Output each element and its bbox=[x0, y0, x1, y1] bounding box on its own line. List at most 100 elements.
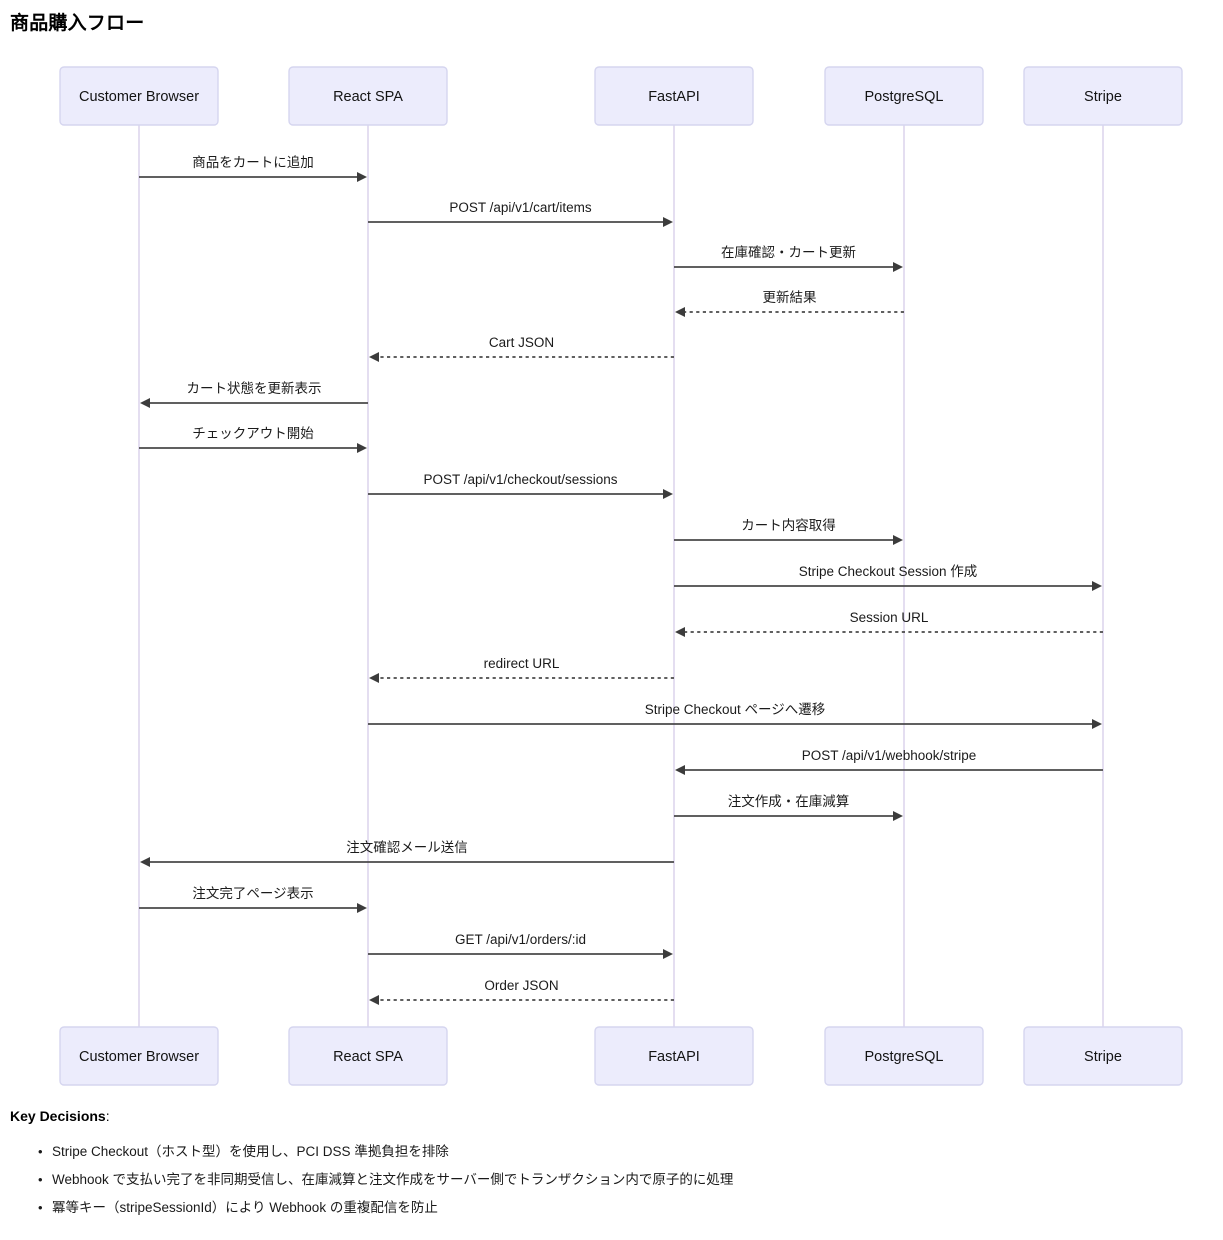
participant-box bbox=[824, 66, 984, 126]
key-decisions-list: Stripe Checkout（ホスト型）を使用し、PCI DSS 準拠負担を排… bbox=[10, 1138, 1210, 1222]
participant-box bbox=[1023, 66, 1183, 126]
message-label: 注文確認メール送信 bbox=[346, 840, 468, 855]
message-17: 注文完了ページ表示 bbox=[139, 886, 367, 913]
lifelines-layer bbox=[138, 125, 1104, 1027]
message-label: POST /api/v1/cart/items bbox=[449, 200, 592, 215]
participant-box bbox=[594, 66, 754, 126]
participant-label: Stripe bbox=[1084, 1049, 1122, 1065]
message-4: 更新結果 bbox=[675, 290, 904, 317]
message-14: POST /api/v1/webhook/stripe bbox=[675, 748, 1103, 775]
message-label: Session URL bbox=[850, 610, 929, 625]
participant-box bbox=[59, 66, 219, 126]
message-label: 注文完了ページ表示 bbox=[192, 886, 313, 901]
message-label: redirect URL bbox=[484, 656, 560, 671]
message-label: カート内容取得 bbox=[741, 517, 836, 533]
message-label: Cart JSON bbox=[489, 335, 554, 350]
message-arrow-head bbox=[893, 811, 903, 821]
participant-top-browser[interactable]: Customer Browser bbox=[59, 66, 219, 126]
participant-label: PostgreSQL bbox=[865, 89, 944, 105]
participant-box bbox=[288, 1026, 448, 1086]
sequence-diagram-container: 商品をカートに追加 POST /api/v1/cart/items 在庫確認・カート… bbox=[0, 48, 1223, 1098]
message-arrow-head bbox=[663, 489, 673, 499]
message-15: 注文作成・在庫減算 bbox=[674, 793, 903, 821]
message-arrow-head bbox=[663, 217, 673, 227]
message-8: POST /api/v1/checkout/sessions bbox=[368, 472, 673, 499]
message-18: GET /api/v1/orders/:id bbox=[368, 932, 673, 959]
message-label: 更新結果 bbox=[763, 290, 817, 305]
message-label: GET /api/v1/orders/:id bbox=[455, 932, 586, 947]
sequence-diagram: 商品をカートに追加 POST /api/v1/cart/items 在庫確認・カート… bbox=[59, 66, 1183, 1086]
participant-top-stripe[interactable]: Stripe bbox=[1023, 66, 1183, 126]
message-arrow-head bbox=[675, 765, 685, 775]
message-arrow-head bbox=[357, 443, 367, 453]
participant-top-db[interactable]: PostgreSQL bbox=[824, 66, 984, 126]
message-16: 注文確認メール送信 bbox=[140, 840, 674, 867]
participant-label: Stripe bbox=[1084, 89, 1122, 105]
message-19: Order JSON bbox=[369, 978, 674, 1005]
message-arrow-head bbox=[140, 857, 150, 867]
message-7: チェックアウト開始 bbox=[139, 426, 367, 453]
participant-bottom-browser[interactable]: Customer Browser bbox=[59, 1026, 219, 1086]
participant-label: React SPA bbox=[333, 1049, 403, 1065]
message-arrow-head bbox=[357, 903, 367, 913]
message-6: カート状態を更新表示 bbox=[140, 381, 368, 408]
participant-top-spa[interactable]: React SPA bbox=[288, 66, 448, 126]
messages-layer: 商品をカートに追加 POST /api/v1/cart/items 在庫確認・カート… bbox=[139, 155, 1103, 1005]
participant-top-api[interactable]: FastAPI bbox=[594, 66, 754, 126]
key-decision-item: 冪等キー（stripeSessionId）により Webhook の重複配信を防… bbox=[38, 1194, 1210, 1222]
key-decisions-heading: Key Decisions: bbox=[10, 1108, 1210, 1124]
participant-label: FastAPI bbox=[648, 89, 700, 105]
participant-label: Customer Browser bbox=[79, 1049, 199, 1065]
message-arrow-head bbox=[357, 172, 367, 182]
participant-box bbox=[1023, 1026, 1183, 1086]
message-arrow-head bbox=[675, 307, 685, 317]
participant-bottom-spa[interactable]: React SPA bbox=[288, 1026, 448, 1086]
participant-label: React SPA bbox=[333, 89, 403, 105]
message-label: POST /api/v1/webhook/stripe bbox=[802, 748, 977, 763]
participants-top-layer: Customer Browser React SPA FastAPI PostgreS… bbox=[59, 66, 1183, 126]
message-arrow-head bbox=[369, 995, 379, 1005]
message-label: Stripe Checkout Session 作成 bbox=[799, 564, 978, 579]
message-12: redirect URL bbox=[369, 656, 674, 683]
participant-bottom-api[interactable]: FastAPI bbox=[594, 1026, 754, 1086]
message-5: Cart JSON bbox=[369, 335, 674, 362]
message-arrow-head bbox=[1092, 581, 1102, 591]
participant-box bbox=[288, 66, 448, 126]
participant-label: PostgreSQL bbox=[865, 1049, 944, 1065]
message-label: Stripe Checkout ページへ遷移 bbox=[645, 702, 826, 717]
participant-bottom-db[interactable]: PostgreSQL bbox=[824, 1026, 984, 1086]
message-arrow-head bbox=[369, 673, 379, 683]
message-arrow-head bbox=[140, 398, 150, 408]
message-10: Stripe Checkout Session 作成 bbox=[674, 564, 1102, 591]
participant-box bbox=[594, 1026, 754, 1086]
message-2: POST /api/v1/cart/items bbox=[368, 200, 673, 227]
message-label: カート状態を更新表示 bbox=[187, 381, 322, 396]
key-decisions-heading-colon: : bbox=[105, 1108, 110, 1124]
message-arrow-head bbox=[893, 535, 903, 545]
message-arrow-head bbox=[893, 262, 903, 272]
participant-label: FastAPI bbox=[648, 1049, 700, 1065]
participant-bottom-stripe[interactable]: Stripe bbox=[1023, 1026, 1183, 1086]
message-label: チェックアウト開始 bbox=[192, 426, 314, 441]
participants-bottom-layer: Customer Browser React SPA FastAPI PostgreS… bbox=[59, 1026, 1183, 1086]
message-label: 在庫確認・カート更新 bbox=[721, 245, 856, 260]
message-label: POST /api/v1/checkout/sessions bbox=[423, 472, 617, 487]
message-3: 在庫確認・カート更新 bbox=[674, 245, 903, 272]
participant-box bbox=[824, 1026, 984, 1086]
message-11: Session URL bbox=[675, 610, 1103, 637]
message-label: 注文作成・在庫減算 bbox=[728, 793, 850, 809]
key-decisions-section: Key Decisions: Stripe Checkout（ホスト型）を使用し… bbox=[10, 1108, 1210, 1222]
message-1: 商品をカートに追加 bbox=[139, 155, 367, 182]
key-decisions-heading-text: Key Decisions bbox=[10, 1108, 106, 1124]
message-arrow-head bbox=[369, 352, 379, 362]
message-label: Order JSON bbox=[484, 978, 558, 993]
message-arrow-head bbox=[675, 627, 685, 637]
message-arrow-head bbox=[663, 949, 673, 959]
message-label: 商品をカートに追加 bbox=[192, 155, 314, 170]
message-arrow-head bbox=[1092, 719, 1102, 729]
participant-label: Customer Browser bbox=[79, 89, 199, 105]
participant-box bbox=[59, 1026, 219, 1086]
page-title: 商品購入フロー bbox=[10, 13, 145, 34]
message-13: Stripe Checkout ページへ遷移 bbox=[368, 702, 1102, 729]
message-9: カート内容取得 bbox=[674, 517, 903, 545]
